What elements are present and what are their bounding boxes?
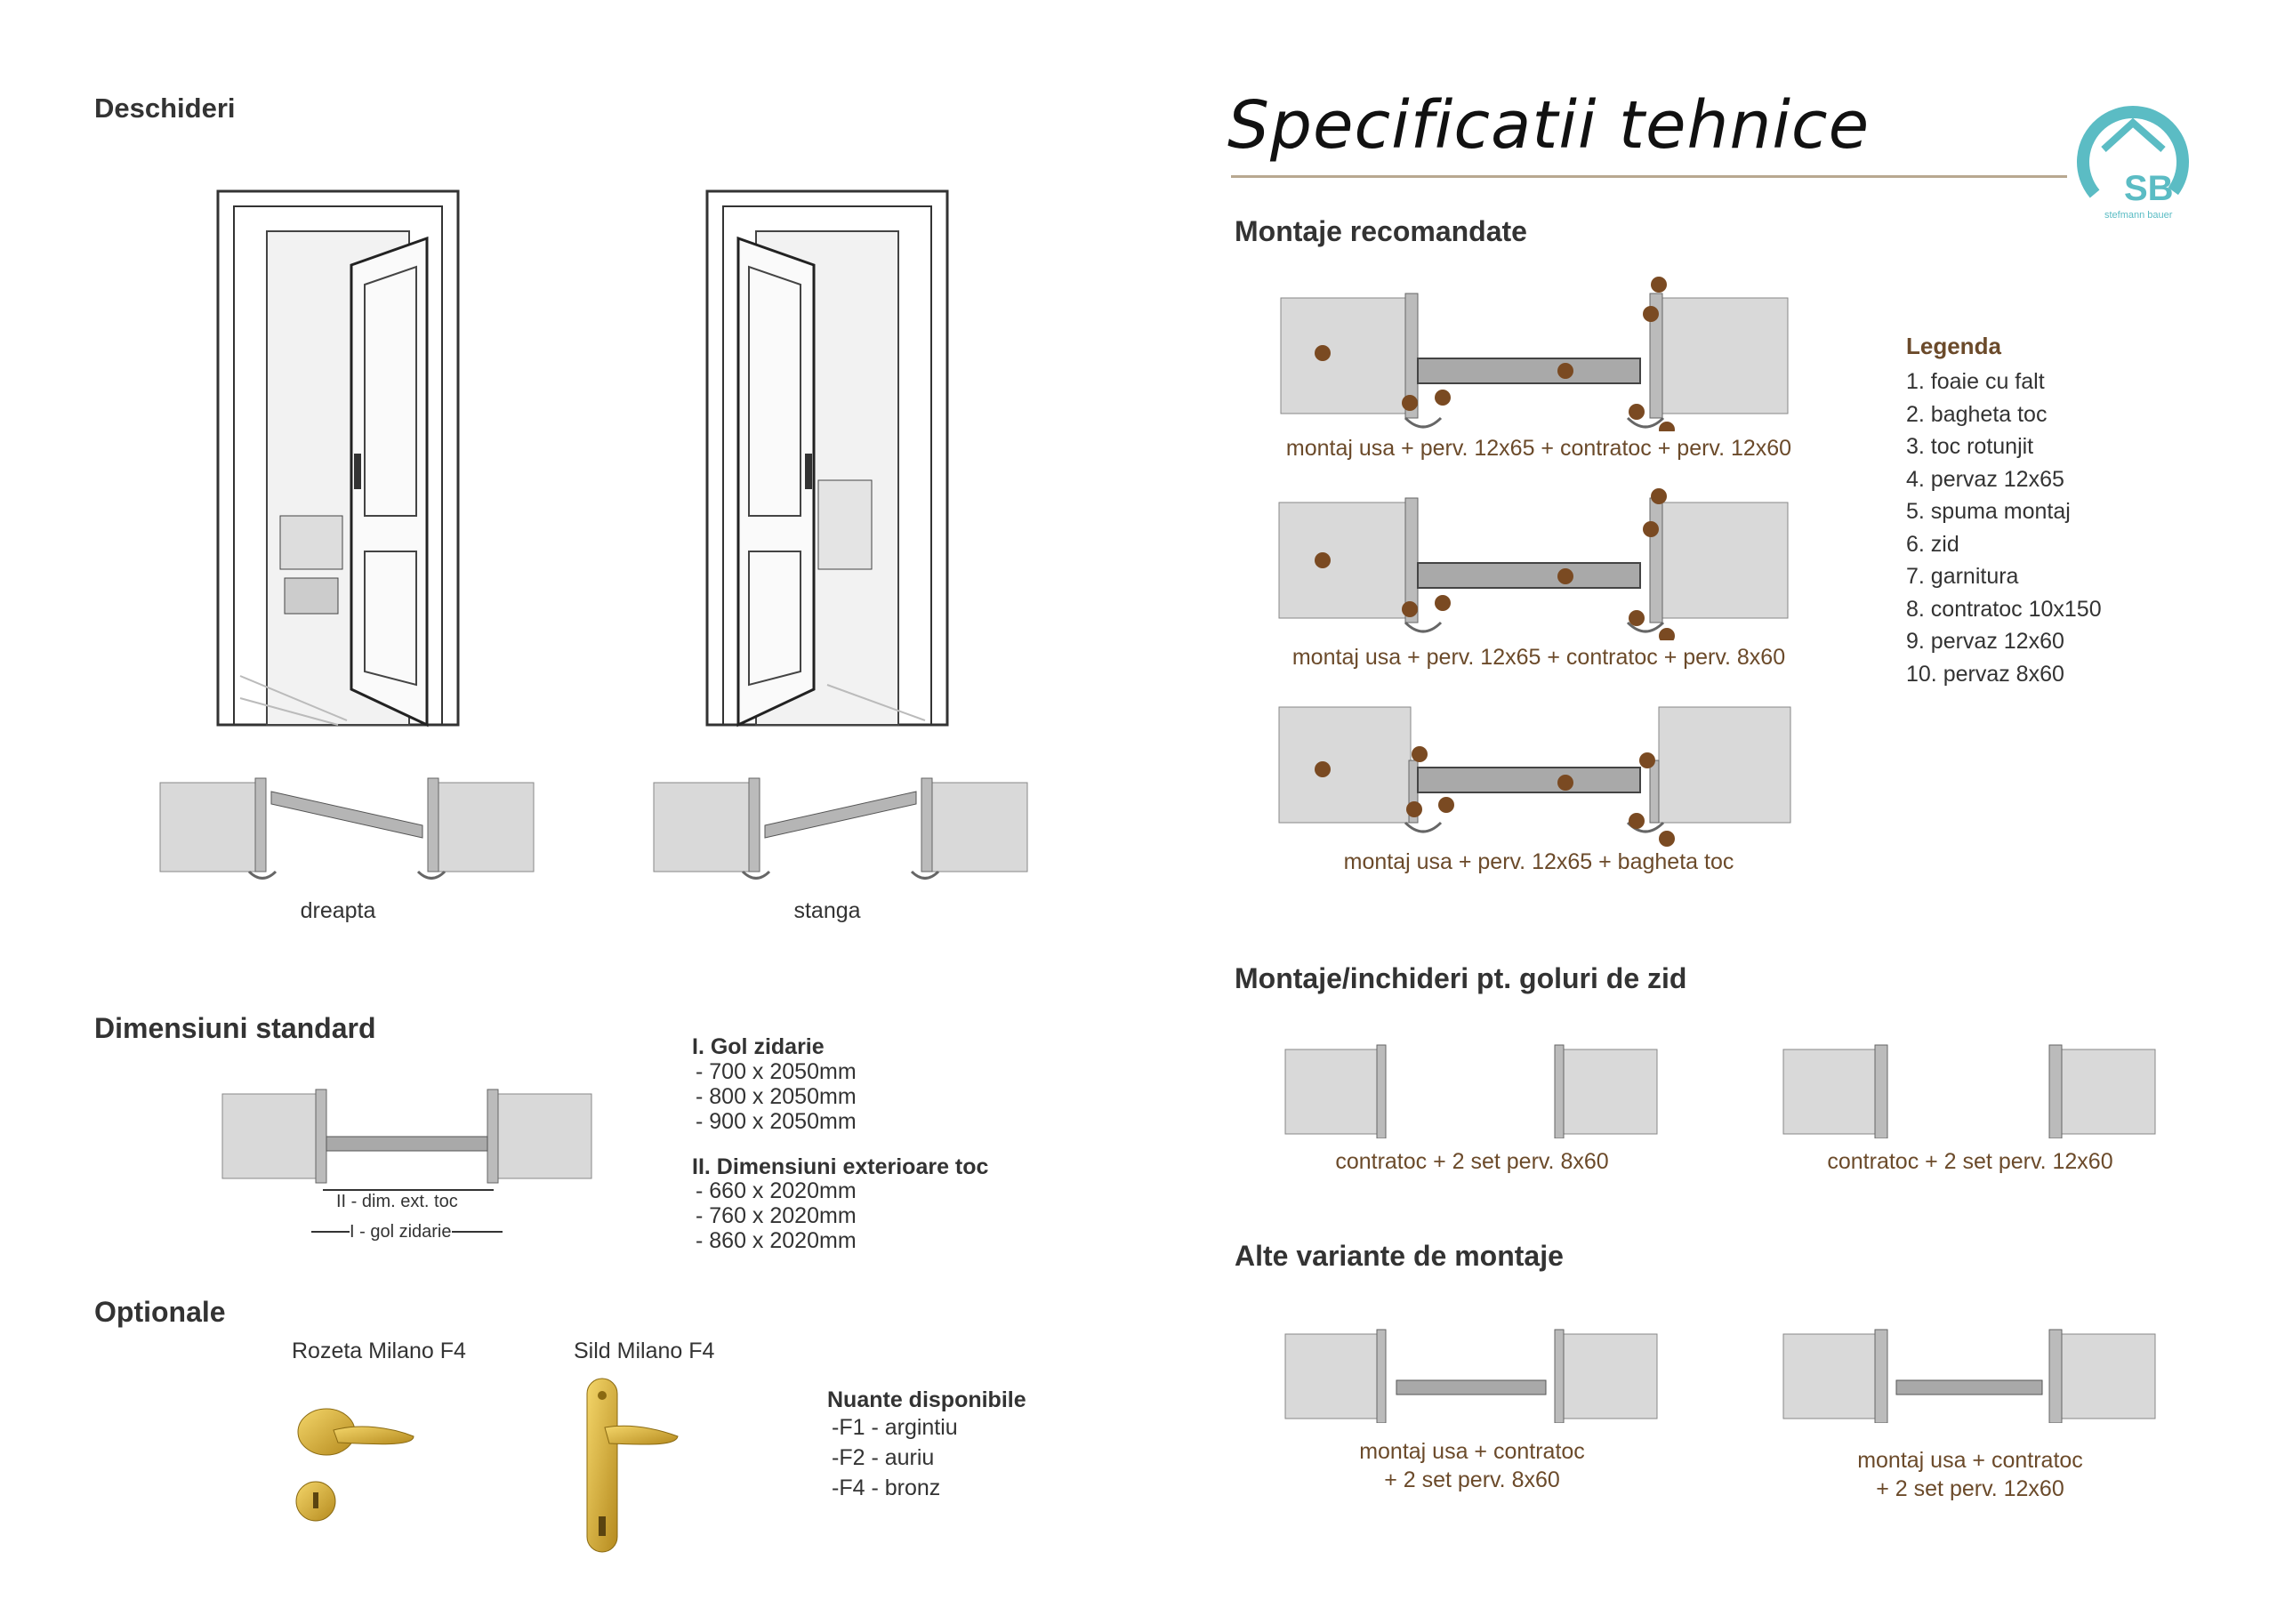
- legenda-item: 3. toc rotunjit: [1906, 434, 2034, 459]
- goluri-caption-2: contratoc + 2 set perv. 12x60: [1827, 1149, 2113, 1174]
- plan-dreapta: [159, 777, 535, 880]
- legenda-item: 2. bagheta toc: [1906, 401, 2048, 427]
- brand-logo: SB stefmann bauer: [2064, 98, 2206, 231]
- alte-caption-2-line1: montaj usa + contratoc: [1857, 1448, 2083, 1473]
- montaj-caption-3: montaj usa + perv. 12x65 + bagheta toc: [1343, 849, 1734, 874]
- montaj-diagram-1: [1280, 277, 1789, 431]
- montaj-diagram-3: [1278, 706, 1791, 847]
- legenda-item: 6. zid: [1906, 531, 1959, 557]
- dim-exterioare-item: - 760 x 2020mm: [696, 1203, 857, 1228]
- goluri-diagram-1: [1284, 1044, 1658, 1138]
- gol-zidarie-item: - 800 x 2050mm: [696, 1084, 857, 1109]
- alte-caption-1-line1: montaj usa + contratoc: [1359, 1439, 1585, 1464]
- legenda-list: 1. foaie cu falt 2. bagheta toc 3. toc r…: [1906, 366, 2102, 690]
- door-illustration-right: [216, 189, 460, 728]
- alte-caption-2-line2: + 2 set perv. 12x60: [1876, 1476, 2064, 1501]
- nuante-title: Nuante disponibile: [827, 1387, 1026, 1412]
- dim-exterioare-list: - 660 x 2020mm - 760 x 2020mm - 860 x 20…: [696, 1178, 857, 1253]
- label-stanga: stanga: [793, 898, 861, 923]
- nuante-item: -F2 - auriu: [832, 1445, 935, 1470]
- legenda-item: 5. spuma montaj: [1906, 499, 2071, 524]
- legenda-item: 4. pervaz 12x65: [1906, 466, 2064, 492]
- nuante-item: -F1 - argintiu: [832, 1415, 958, 1440]
- goluri-diagram-2: [1782, 1044, 2156, 1138]
- product-sild-name: Sild Milano F4: [574, 1339, 715, 1363]
- gol-zidarie-label: I - gol zidarie: [350, 1222, 452, 1242]
- gol-zidarie-list: - 700 x 2050mm - 800 x 2050mm - 900 x 20…: [696, 1059, 857, 1134]
- nuante-item: -F4 - bronz: [832, 1475, 941, 1500]
- door-illustration-left: [705, 189, 949, 728]
- montaj-caption-2: montaj usa + perv. 12x65 + contratoc + p…: [1291, 645, 1786, 670]
- dim-exterioare-item: - 660 x 2020mm: [696, 1178, 857, 1203]
- product-rozeta-name: Rozeta Milano F4: [292, 1339, 466, 1363]
- gol-zidarie-item: - 700 x 2050mm: [696, 1059, 857, 1084]
- logo-text: SB: [2124, 169, 2174, 208]
- dimensiuni-title: Dimensiuni standard: [94, 1012, 376, 1044]
- nuante-list: -F1 - argintiu -F2 - auriu -F4 - bronz: [832, 1412, 958, 1503]
- legenda-title: Legenda: [1906, 333, 2001, 359]
- title-rule: [1231, 175, 2067, 178]
- dim-exterioare-item: - 860 x 2020mm: [696, 1228, 857, 1253]
- montaje-title: Montaje recomandate: [1235, 215, 1527, 247]
- deschideri-title: Deschideri: [94, 92, 236, 124]
- goluri-caption-1: contratoc + 2 set perv. 8x60: [1335, 1149, 1609, 1174]
- goluri-title: Montaje/inchideri pt. goluri de zid: [1235, 962, 1687, 994]
- plan-stanga: [653, 777, 1028, 880]
- legenda-item: 9. pervaz 12x60: [1906, 629, 2064, 654]
- legenda-item: 10. pervaz 8x60: [1906, 661, 2064, 687]
- gol-zidarie-title: I. Gol zidarie: [692, 1034, 825, 1059]
- legenda-item: 1. foaie cu falt: [1906, 369, 2045, 394]
- logo-subtext: stefmann bauer: [2104, 210, 2173, 221]
- sild-handle-icon: [586, 1378, 679, 1553]
- alte-caption-1-line2: + 2 set perv. 8x60: [1384, 1467, 1560, 1492]
- logo-icon: [2077, 106, 2189, 218]
- alte-diagram-2: [1782, 1329, 2156, 1423]
- alte-caption-1: montaj usa + contratoc + 2 set perv. 8x6…: [1281, 1437, 1663, 1494]
- dim-ext-toc-label: II - dim. ext. toc: [336, 1192, 458, 1211]
- alte-diagram-1: [1284, 1329, 1658, 1423]
- rozeta-handle-icon: [295, 1408, 414, 1522]
- dimensiuni-diagram: [221, 1089, 592, 1191]
- alte-title: Alte variante de montaje: [1235, 1240, 1564, 1272]
- legenda-item: 7. garnitura: [1906, 564, 2019, 589]
- legenda-item: 8. contratoc 10x150: [1906, 596, 2102, 622]
- label-dreapta: dreapta: [300, 898, 376, 923]
- montaj-caption-1: montaj usa + perv. 12x65 + contratoc + p…: [1285, 436, 1792, 461]
- montaj-diagram-2: [1278, 488, 1789, 640]
- main-title: Specificatii tehnice: [1227, 87, 1871, 164]
- alte-caption-2: montaj usa + contratoc + 2 set perv. 12x…: [1779, 1446, 2161, 1503]
- dim-exterioare-title: II. Dimensiuni exterioare toc: [692, 1154, 989, 1179]
- optionale-title: Optionale: [94, 1296, 226, 1328]
- gol-zidarie-item: - 900 x 2050mm: [696, 1109, 857, 1134]
